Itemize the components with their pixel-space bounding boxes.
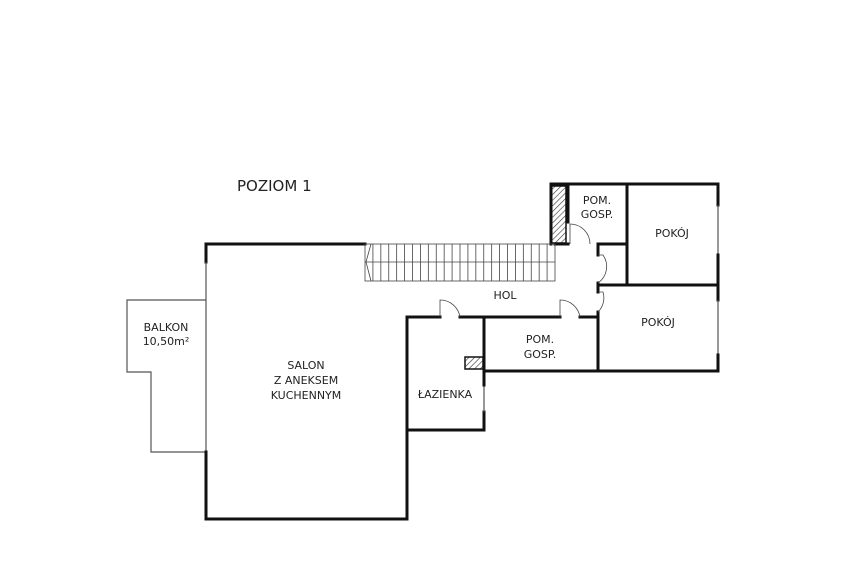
balcony-outline [126,299,206,453]
door-pokoj-lower [597,291,605,313]
pom-gosp-lower-label-1: POM. [526,333,554,346]
door-pom-gosp-lower [559,299,581,318]
pom-gosp-lower-label-2: GOSP. [524,348,557,361]
balkon-area: 10,50m² [143,335,190,348]
door-pom-gosp-upper [569,223,591,245]
hol-label: HOL [493,289,517,302]
balkon-label: BALKON [144,321,189,334]
salon-label-2: Z ANEKSEM [274,374,338,387]
chimney-large [550,185,567,244]
door-pokoj-upper [597,254,607,284]
door-lazienka [439,299,461,318]
staircase [364,243,556,282]
salon-label-1: SALON [287,359,324,372]
pom-gosp-upper-label-1: POM. [583,194,611,207]
chimney-small [464,356,484,370]
salon-label-3: KUCHENNYM [271,389,342,402]
level-title: POZIOM 1 [237,177,312,195]
lazienka-label: ŁAZIENKA [417,388,473,401]
doors [439,223,607,318]
walls [204,182,720,521]
pokoj-upper-label: POKÓJ [655,227,689,240]
pokoj-lower-label: POKÓJ [641,316,675,329]
pom-gosp-upper-label-2: GOSP. [581,208,614,221]
